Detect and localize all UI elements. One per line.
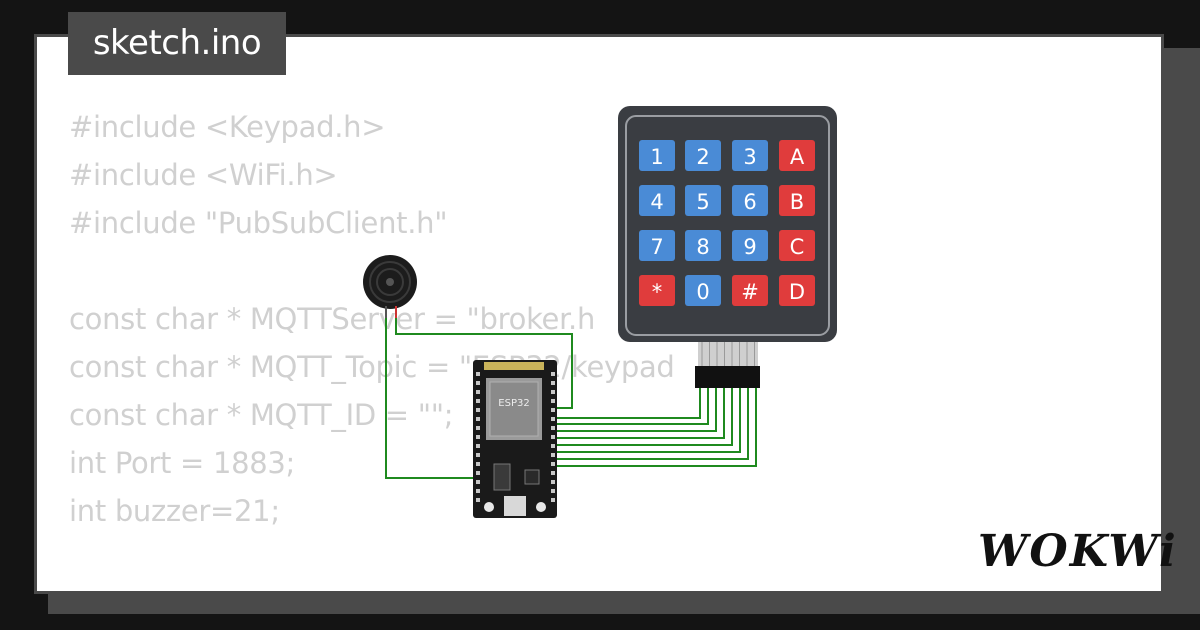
keypad-key-label: 2 (696, 145, 709, 169)
keypad-key-1[interactable]: 1 (639, 140, 675, 171)
board-pins-right (551, 372, 555, 502)
keypad-key-label: D (789, 280, 805, 304)
keypad-key-5[interactable]: 5 (685, 185, 721, 216)
code-background: #include <Keypad.h> #include <WiFi.h> #inc… (69, 103, 675, 591)
board-label: ESP32 (498, 398, 529, 409)
code-line: #include <WiFi.h> (69, 158, 338, 192)
wire-keypad-4 (556, 388, 725, 439)
keypad-key-label: C (790, 235, 805, 259)
keypad-key-8[interactable]: 8 (685, 230, 721, 261)
wire-buzzer-gnd (385, 305, 476, 479)
membrane-keypad[interactable]: 1 2 3 A 4 5 6 B 7 8 9 C * 0 # D (618, 106, 837, 388)
keypad-key-label: B (790, 190, 804, 214)
keypad-key-7[interactable]: 7 (639, 230, 675, 261)
keypad-key-label: 8 (696, 235, 709, 259)
wire-keypad-6 (556, 388, 741, 453)
keypad-key-label: 9 (743, 235, 756, 259)
code-line: int buzzer=21; (69, 494, 280, 528)
keypad-keys: 1 2 3 A 4 5 6 B 7 8 9 C * 0 # D (639, 140, 815, 306)
file-title-tab: sketch.ino (68, 12, 286, 75)
keypad-key-6[interactable]: 6 (732, 185, 768, 216)
keypad-key-label: A (790, 145, 805, 169)
buzzer[interactable] (363, 255, 417, 318)
keypad-key-C[interactable]: C (779, 230, 815, 261)
keypad-key-label: 6 (743, 190, 756, 214)
keypad-key-A[interactable]: A (779, 140, 815, 171)
preview-card: #include <Keypad.h> #include <WiFi.h> #inc… (34, 34, 1164, 594)
board-pins-left (476, 372, 480, 502)
keypad-key-label: 0 (696, 280, 709, 304)
wire-keypad-8 (556, 388, 757, 467)
keypad-key-0[interactable]: 0 (685, 275, 721, 306)
keypad-key-4[interactable]: 4 (639, 185, 675, 216)
code-line: const char * MQTT_ID = ""; (69, 398, 454, 432)
wire-keypad-7 (556, 388, 749, 460)
keypad-key-label: 4 (650, 190, 663, 214)
keypad-key-3[interactable]: 3 (732, 140, 768, 171)
wire-keypad-1 (556, 388, 701, 419)
code-line: const uint8_t ROWS = 4; (69, 583, 675, 591)
code-line: #include "PubSubClient.h" (69, 206, 448, 240)
keypad-key-*[interactable]: * (639, 275, 675, 306)
keypad-key-9[interactable]: 9 (732, 230, 768, 261)
keypad-key-D[interactable]: D (779, 275, 815, 306)
wokwi-logo: WOKWi (978, 526, 1178, 577)
keypad-key-label: 1 (650, 145, 663, 169)
keypad-key-label: 3 (743, 145, 756, 169)
wire-keypad-3 (556, 388, 717, 432)
wire-keypad-5 (556, 388, 733, 446)
keypad-key-label: 7 (650, 235, 663, 259)
keypad-key-label: 5 (696, 190, 709, 214)
keypad-key-2[interactable]: 2 (685, 140, 721, 171)
keypad-key-#[interactable]: # (732, 275, 768, 306)
keypad-key-label: * (652, 280, 663, 304)
code-line: #include <Keypad.h> (69, 110, 386, 144)
keypad-key-B[interactable]: B (779, 185, 815, 216)
wire-buzzer-signal (395, 305, 573, 409)
wire-keypad-2 (556, 388, 709, 425)
code-line: const char * MQTTServer = "broker.h (69, 302, 596, 336)
keypad-key-label: # (741, 280, 759, 304)
code-line: int Port = 1883; (69, 446, 296, 480)
esp32-board[interactable]: ESP32 (473, 360, 557, 518)
wires (385, 305, 757, 479)
